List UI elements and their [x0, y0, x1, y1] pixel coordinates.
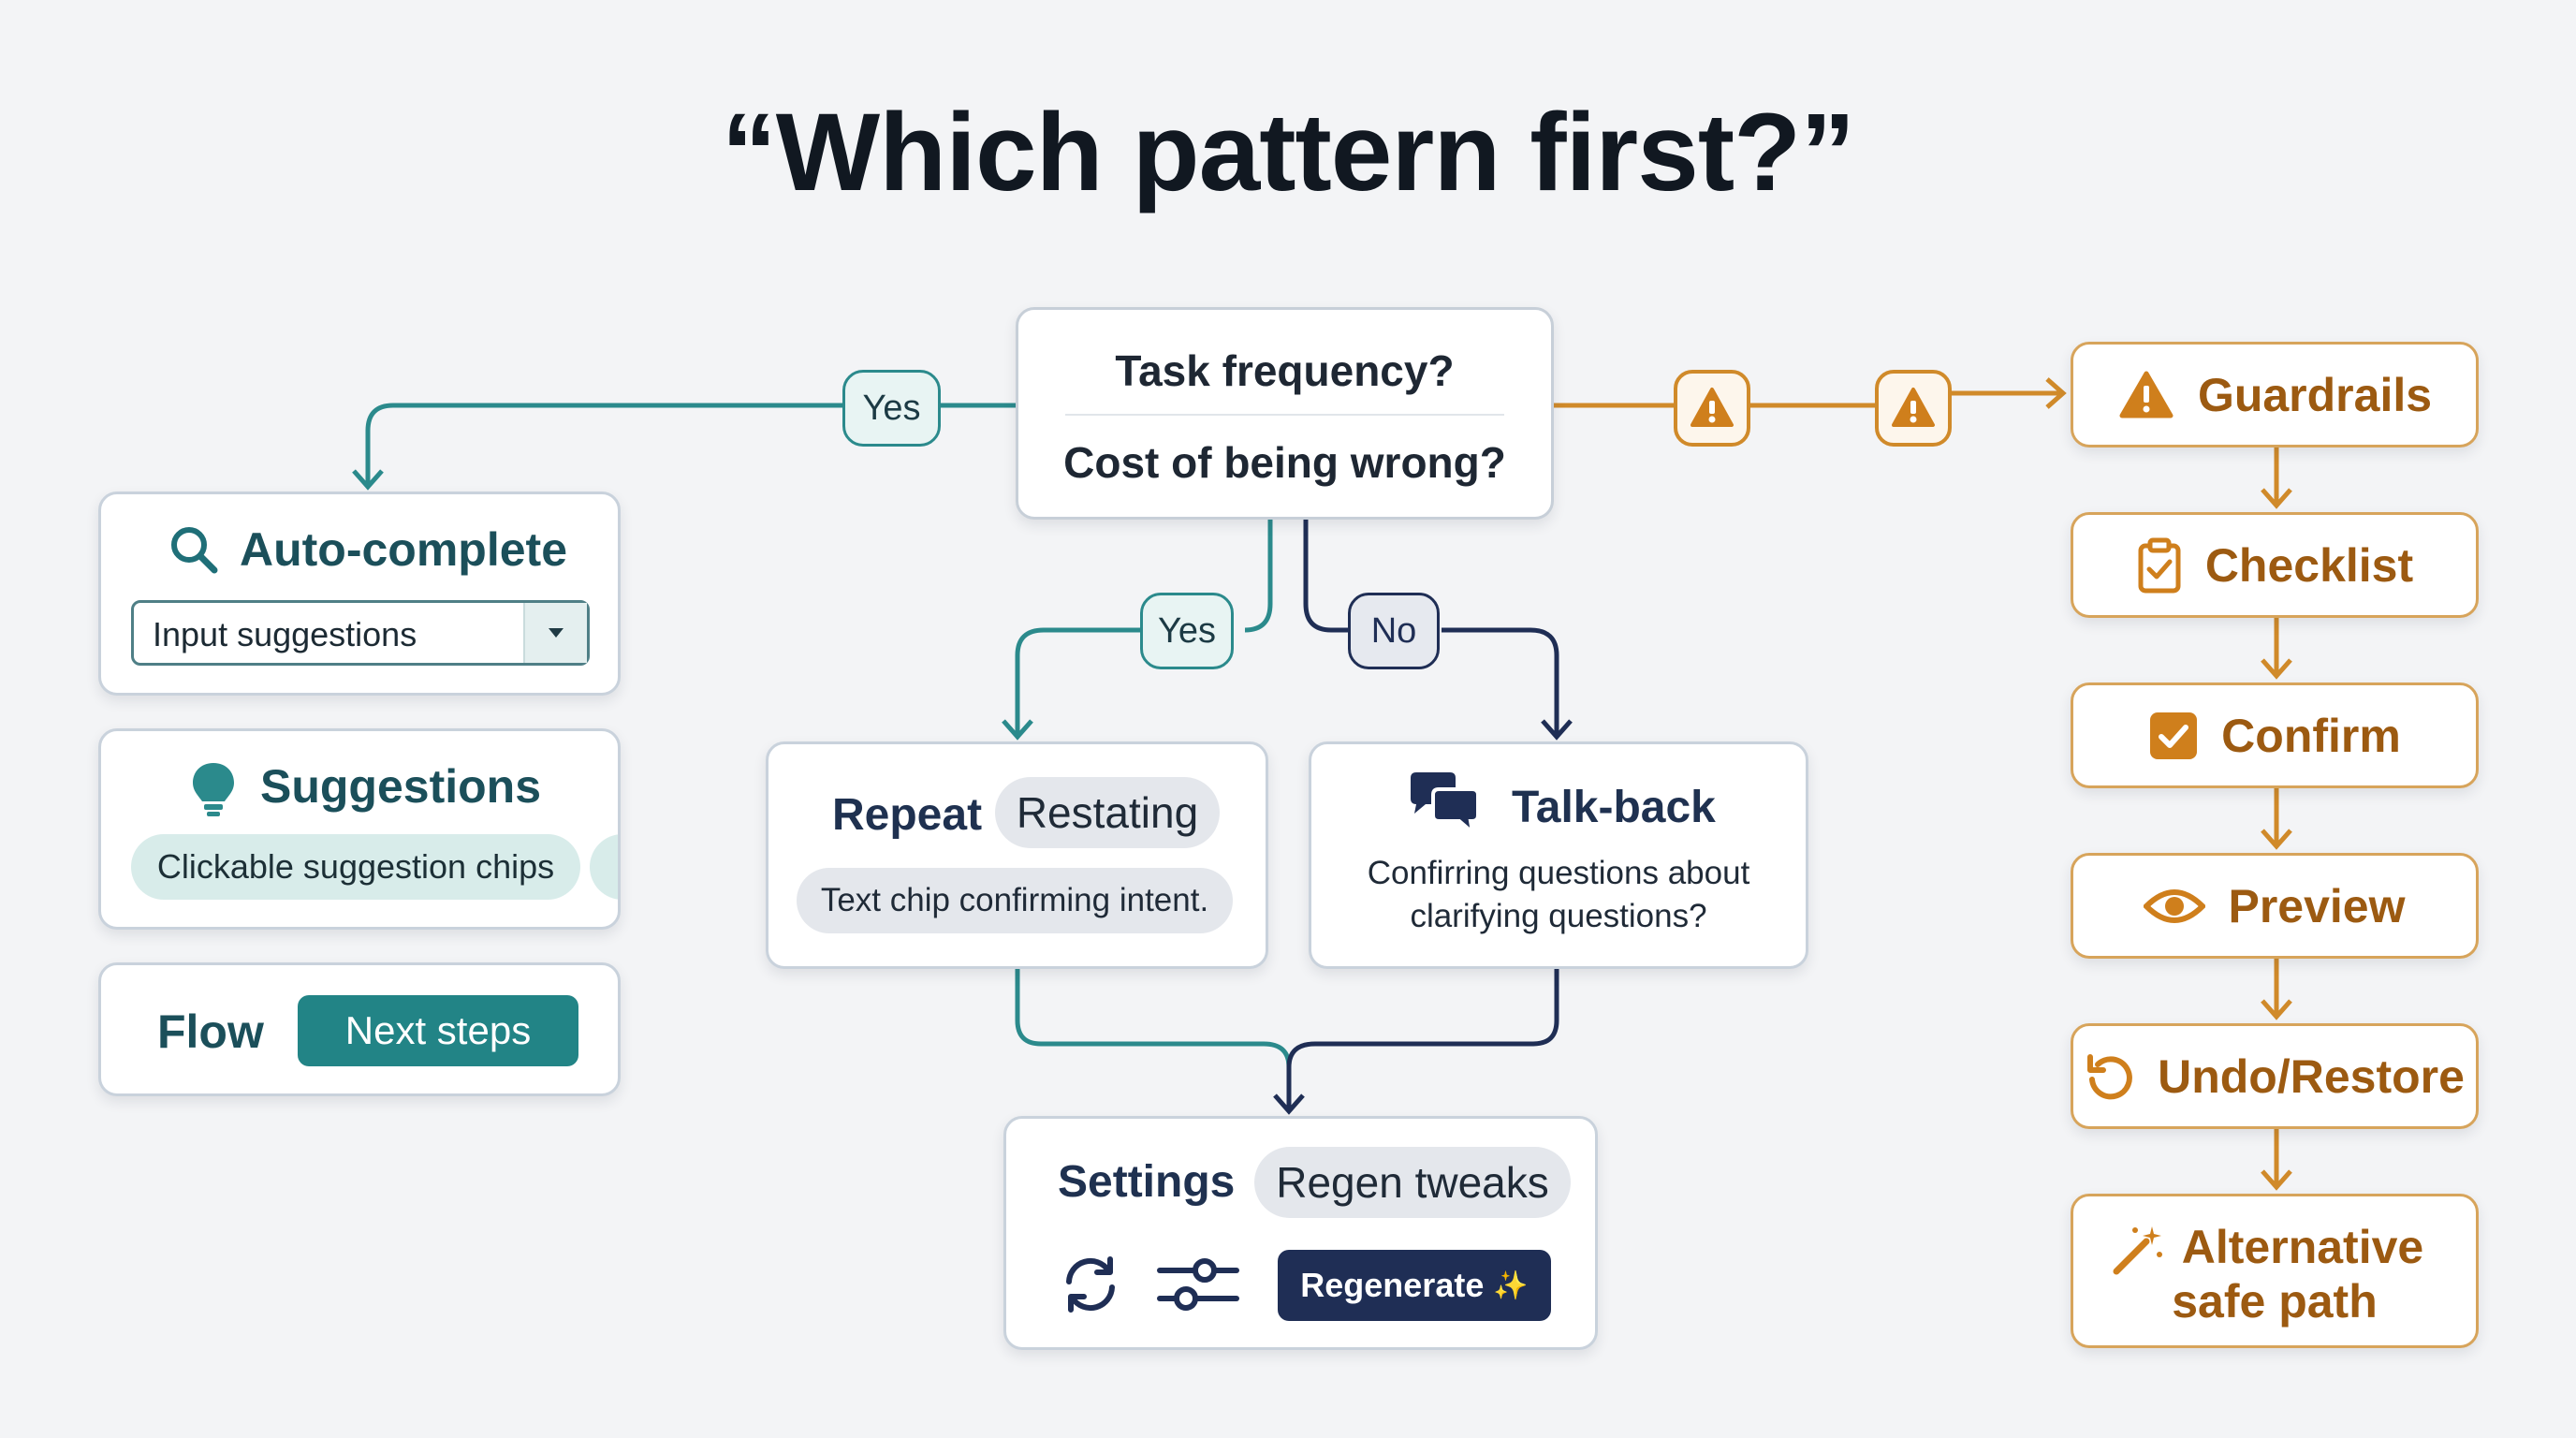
- restating-tag: Restating: [995, 777, 1220, 848]
- dropdown-button[interactable]: [523, 603, 587, 663]
- undo-icon: [2087, 1053, 2132, 1099]
- warning-badge-1: [1674, 370, 1750, 447]
- branch-label-yes-left: Yes: [842, 370, 941, 447]
- talkback-card: Talk-back Confirring questions about cla…: [1309, 741, 1808, 969]
- eye-icon: [2144, 888, 2206, 923]
- talkback-line-2: clarifying questions?: [1410, 898, 1707, 934]
- regenerate-button[interactable]: Regenerate ✨: [1278, 1250, 1551, 1321]
- undo-restore-card: Undo/Restore: [2071, 1023, 2479, 1129]
- clipboard-check-icon: [2138, 537, 2181, 593]
- autocomplete-input[interactable]: Input suggestions: [131, 600, 590, 666]
- checkbox-icon: [2150, 712, 2198, 759]
- suggestion-chip-partial[interactable]: [590, 834, 618, 900]
- alternative-safe-path-card: Alternative safe path: [2071, 1194, 2479, 1348]
- search-icon: [171, 527, 218, 574]
- decision-box: Task frequency? Cost of being wrong?: [1016, 307, 1554, 520]
- confirm-card: Confirm: [2071, 682, 2479, 788]
- alternative-label-line-1: Alternative: [2181, 1221, 2424, 1273]
- branch-label-yes-down: Yes: [1140, 593, 1234, 669]
- next-steps-button[interactable]: Next steps: [298, 995, 578, 1066]
- confirm-intent-chip[interactable]: Text chip confirming intent.: [797, 868, 1233, 933]
- talkback-line-1: Confirring questions about: [1367, 855, 1750, 891]
- lightbulb-icon: [193, 763, 234, 816]
- flow-title: Flow: [157, 1005, 264, 1058]
- branch-label-no-down: No: [1348, 593, 1440, 669]
- settings-card: Settings Regen tweaks Regenerate ✨: [1003, 1116, 1598, 1350]
- flow-card: Flow Next steps: [98, 962, 621, 1096]
- guardrails-card: Guardrails: [2071, 342, 2479, 448]
- suggestions-card: Suggestions Clickable suggestion chips: [98, 728, 621, 930]
- sparkle-icon: ✨: [1493, 1269, 1529, 1301]
- chat-bubbles-icon: [1411, 772, 1480, 838]
- decision-question-frequency: Task frequency?: [1115, 346, 1455, 395]
- checklist-label: Checklist: [2204, 538, 2414, 592]
- preview-label: Preview: [2228, 879, 2406, 932]
- sliders-icon[interactable]: [1156, 1252, 1240, 1317]
- autocomplete-input-value: Input suggestions: [153, 615, 417, 653]
- magic-wand-icon: [2113, 1226, 2162, 1275]
- page-title: “Which pattern first?”: [721, 91, 1855, 214]
- warning-icon: [2119, 371, 2174, 418]
- settings-title: Settings: [1058, 1157, 1236, 1207]
- checklist-card: Checklist: [2071, 512, 2479, 618]
- repeat-card: Repeat Restating Text chip confirming in…: [766, 741, 1268, 969]
- decision-question-cost: Cost of being wrong?: [1063, 438, 1506, 487]
- decision-divider: [1065, 414, 1504, 416]
- warning-icon: [1892, 388, 1935, 427]
- regen-tweaks-tag: Regen tweaks: [1254, 1147, 1571, 1218]
- suggestion-chip[interactable]: Clickable suggestion chips: [131, 834, 580, 900]
- guardrails-label: Guardrails: [2197, 368, 2433, 421]
- preview-card: Preview: [2071, 853, 2479, 959]
- warning-icon: [1690, 388, 1734, 427]
- regenerate-button-label: Regenerate: [1300, 1266, 1485, 1304]
- suggestions-title: Suggestions: [260, 760, 542, 813]
- warning-badge-2: [1875, 370, 1952, 447]
- confirm-label: Confirm: [2221, 709, 2401, 762]
- repeat-title: Repeat: [832, 790, 983, 840]
- autocomplete-card: Auto-complete Input suggestions: [98, 492, 621, 696]
- chevron-down-icon: [549, 628, 564, 638]
- alternative-label-line-2: safe path: [2172, 1275, 2378, 1328]
- autocomplete-title: Auto-complete: [240, 523, 567, 576]
- refresh-icon[interactable]: [1058, 1252, 1123, 1317]
- talkback-title: Talk-back: [1512, 783, 1716, 832]
- undo-restore-label: Undo/Restore: [2158, 1049, 2465, 1103]
